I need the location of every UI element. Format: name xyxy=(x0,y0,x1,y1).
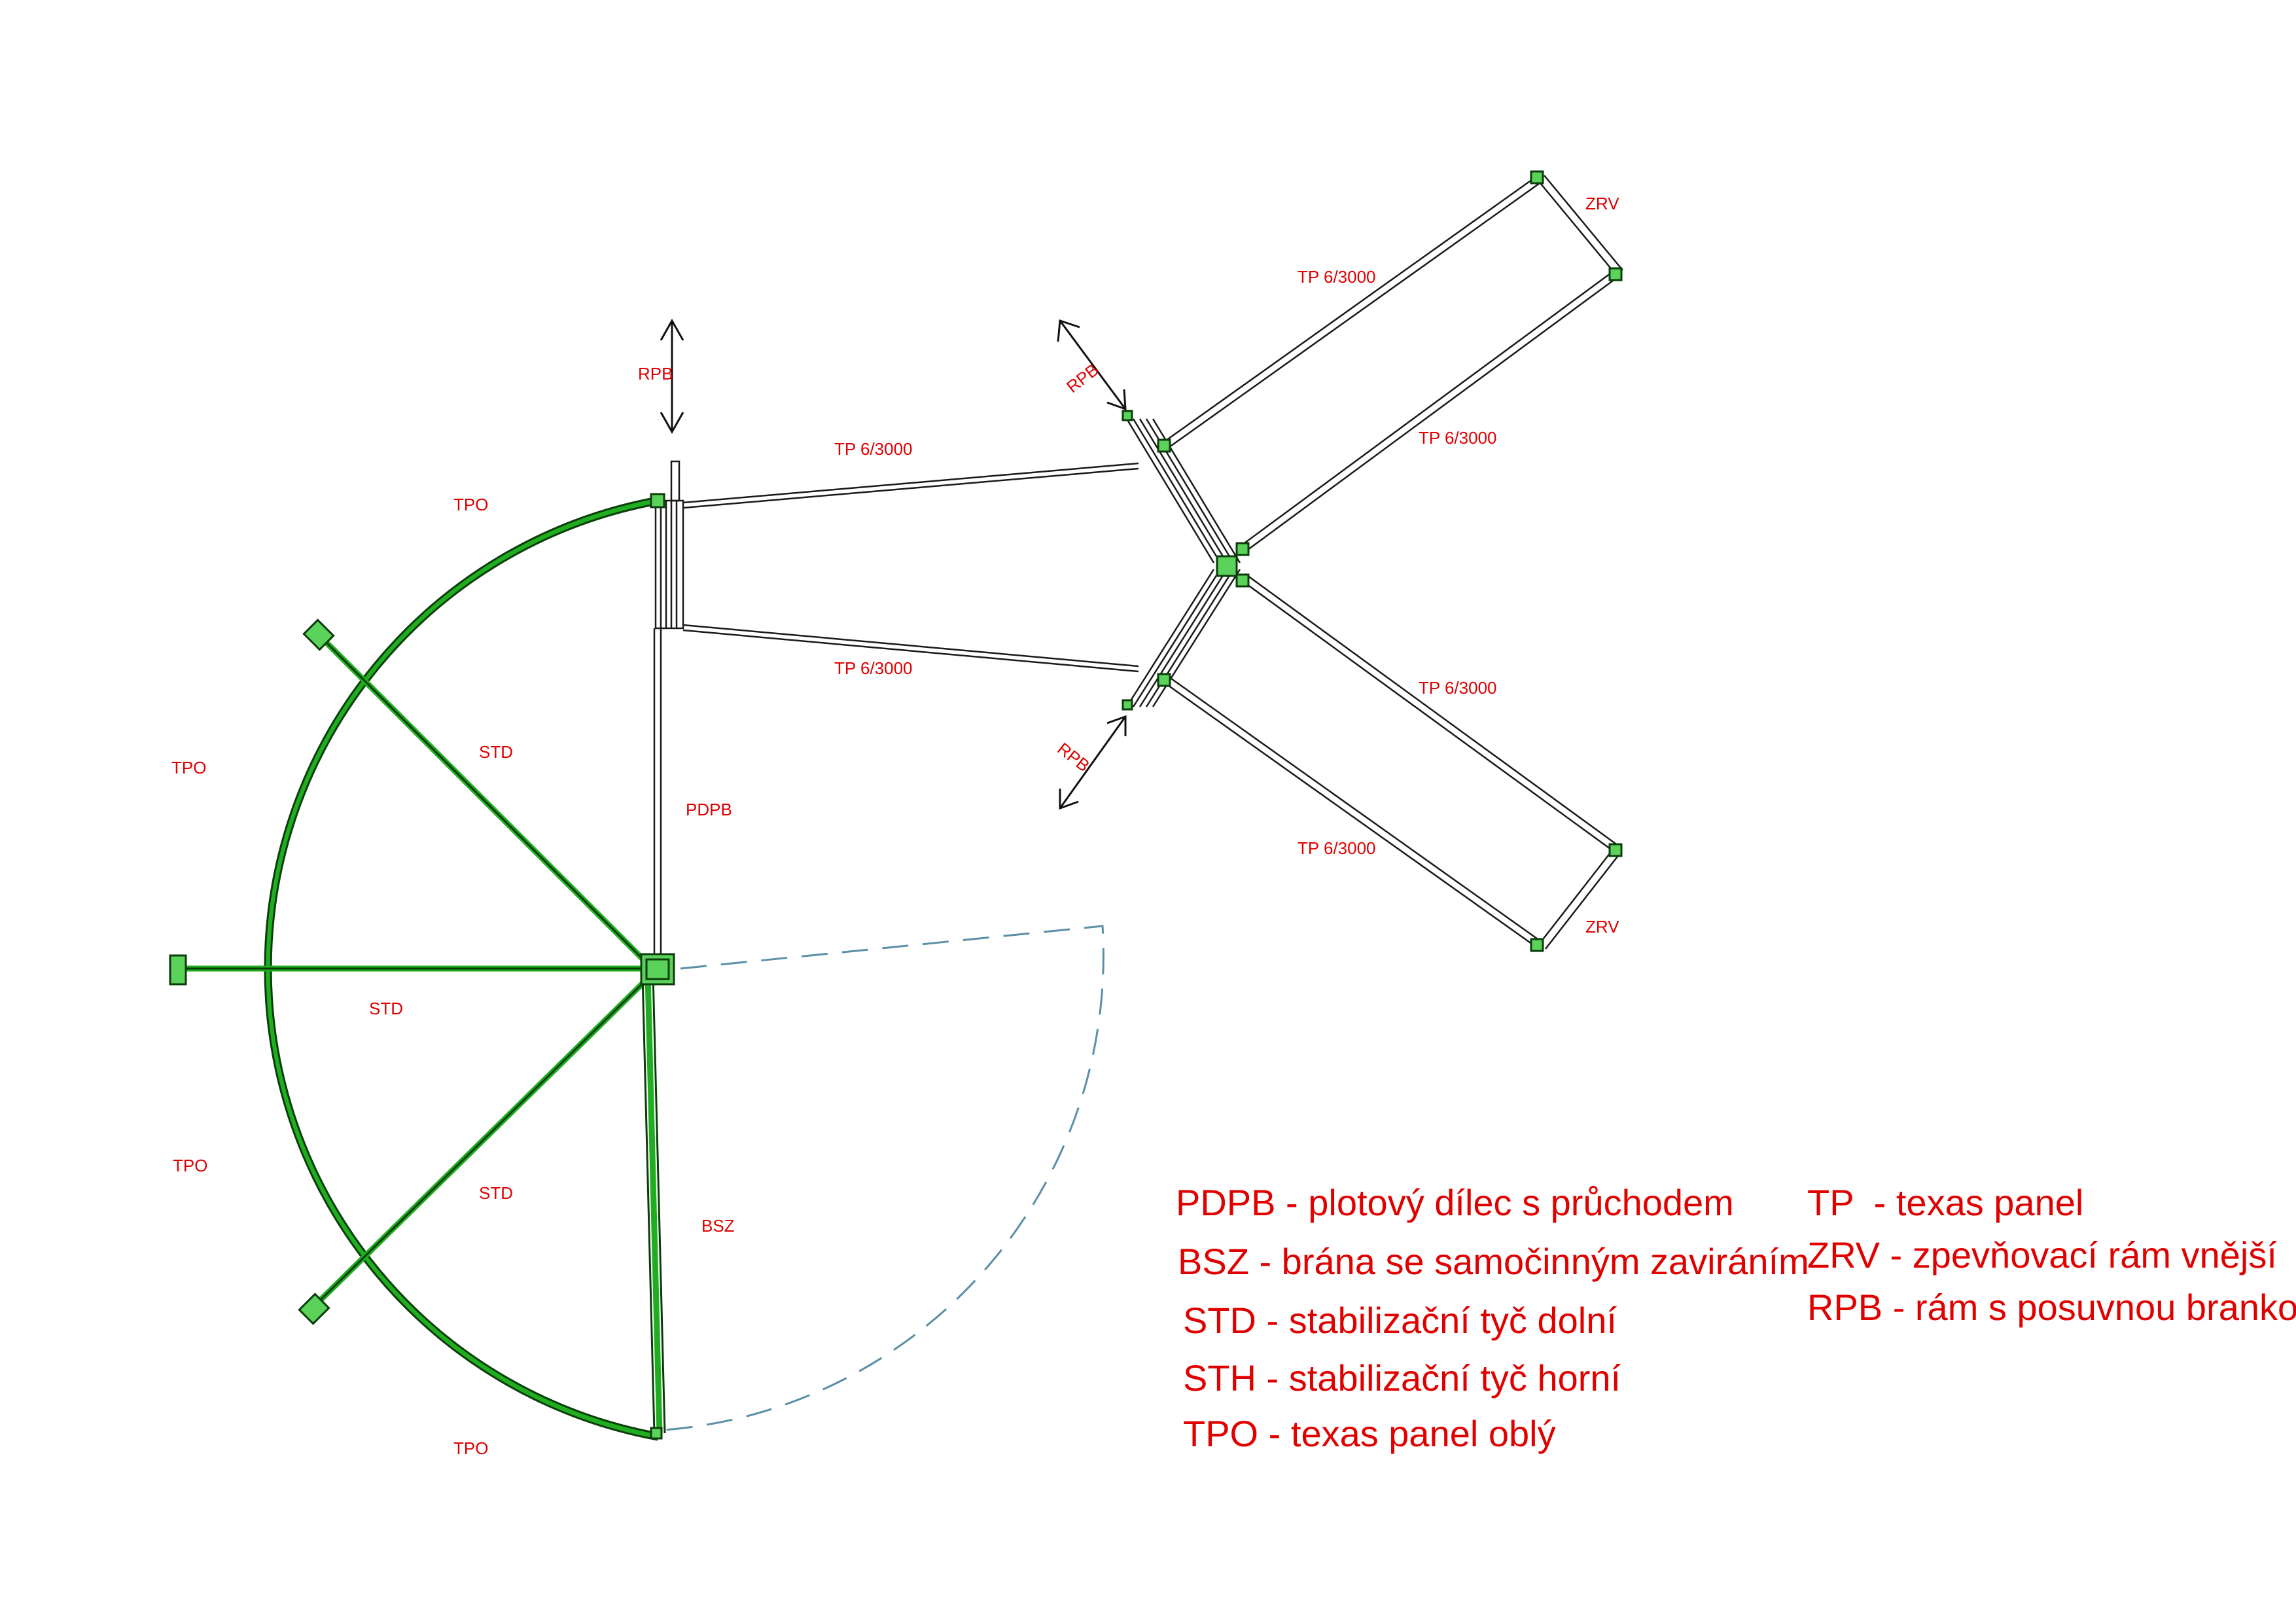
legend-right: TP - texas panel ZRV - zpevňovací rám vn… xyxy=(1807,1182,2296,1328)
label-tpo-bottom: TPO xyxy=(453,1438,488,1458)
label-std-lower: STD xyxy=(479,1183,513,1203)
label-tp-lower-arm-bottom: TP 6/3000 xyxy=(1298,838,1376,858)
std-rod-upper-edge xyxy=(321,637,652,969)
std-rods xyxy=(178,635,654,1310)
legend-std: STD - stabilizační tyč dolní xyxy=(1183,1300,1617,1341)
tp-panels-connectors xyxy=(682,462,1139,673)
label-rpb-top: RPB xyxy=(638,364,673,383)
legend-rpb: RPB - rám s posuvnou brankou xyxy=(1807,1287,2296,1328)
label-tpo-left-upper: TPO xyxy=(171,758,206,777)
std-rod-lower-edge xyxy=(311,974,652,1309)
legend-sth: STH - stabilizační tyč horní xyxy=(1183,1357,1621,1399)
label-tp-lower-arm-top: TP 6/3000 xyxy=(1419,678,1497,698)
label-tpo-top: TPO xyxy=(453,495,488,514)
rpb-arrow-upper-right xyxy=(1057,319,1127,411)
legend-zrv: ZRV - zpevňovací rám vnější xyxy=(1807,1234,2277,1275)
label-tp-upper-arm-top: TP 6/3000 xyxy=(1298,267,1376,287)
legend-bsz: BSZ - brána se samočinným zaviráním xyxy=(1178,1241,1809,1282)
label-tp-upper-connector: TP 6/3000 xyxy=(834,439,913,459)
legend-pdpb: PDPB - plotový dílec s průchodem xyxy=(1176,1182,1734,1223)
lower-arm xyxy=(1157,555,1623,952)
label-tp-lower-connector: TP 6/3000 xyxy=(834,658,913,678)
label-zrv-bottom: ZRV xyxy=(1585,917,1619,936)
legend-left: PDPB - plotový dílec s průchodem BSZ - b… xyxy=(1176,1182,1809,1454)
label-tp-upper-arm-bottom: TP 6/3000 xyxy=(1419,428,1497,448)
label-pdpb: PDPB xyxy=(686,800,732,819)
upper-arm xyxy=(1157,170,1623,556)
label-tpo-left-lower: TPO xyxy=(173,1156,207,1175)
label-rpb-upper-right: RPB xyxy=(1063,360,1103,397)
rpb-arrow-lower-left xyxy=(1059,715,1127,810)
label-zrv-top: ZRV xyxy=(1585,194,1619,213)
legend-tp: TP - texas panel xyxy=(1807,1182,2083,1223)
legend-tpo: TPO - texas panel oblý xyxy=(1183,1413,1556,1454)
rpb-arrow-top xyxy=(660,318,684,435)
pdpb-section xyxy=(653,460,684,961)
diagram-labels: TPO TPO TPO TPO STD STD STD PDPB BSZ RPB… xyxy=(171,194,1619,1458)
arc-nodes xyxy=(169,493,665,1440)
gate-swing-arc xyxy=(663,925,1104,1431)
bsz-gate xyxy=(641,974,666,1434)
label-std-middle: STD xyxy=(369,999,403,1018)
label-bsz: BSZ xyxy=(701,1216,735,1236)
label-std-upper: STD xyxy=(479,742,513,762)
